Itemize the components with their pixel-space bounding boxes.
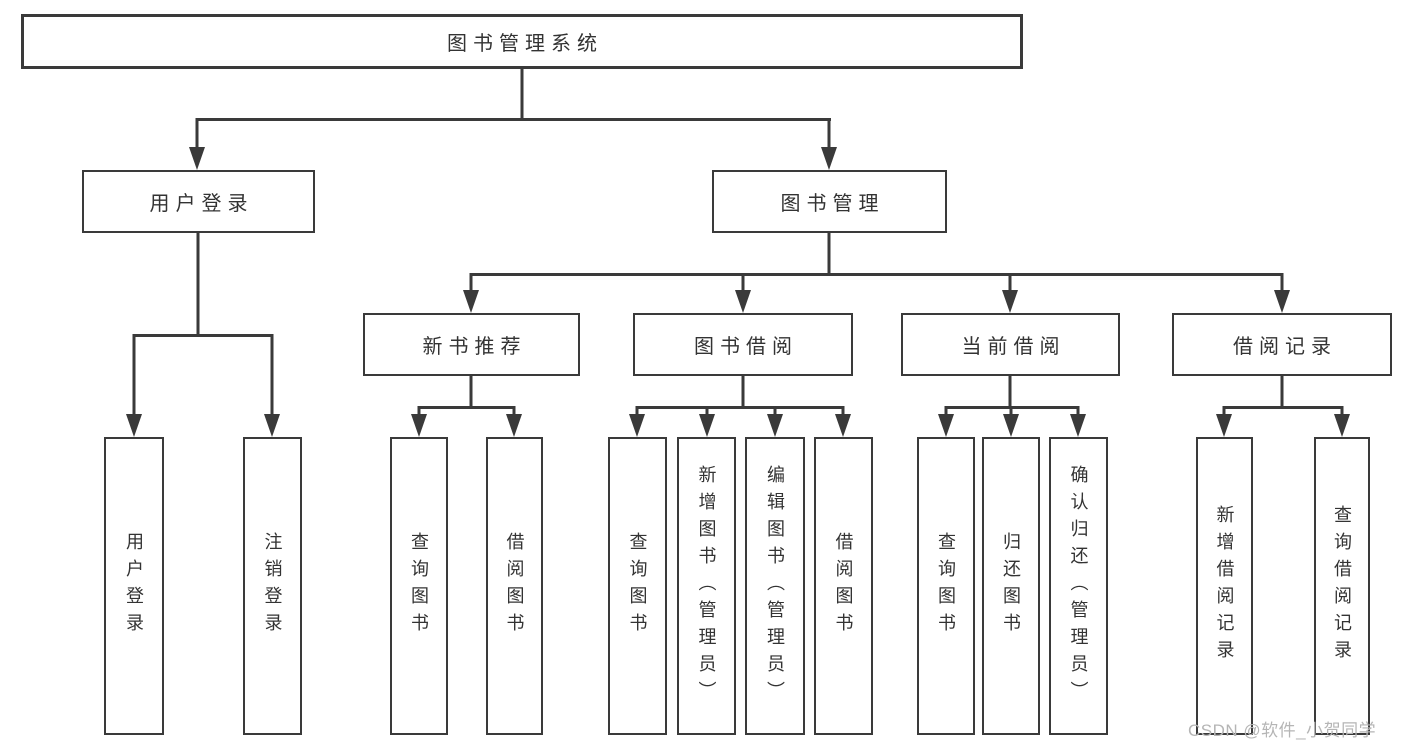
node-label: 用户登录 — [124, 532, 144, 640]
connector-arrowheads — [126, 147, 1350, 437]
node-label: 借阅图书 — [833, 532, 854, 640]
node-label: 新书推荐 — [422, 336, 527, 358]
leaf-query-borrow-record: 查询借阅记录 — [1314, 437, 1370, 735]
leaf-edit-books-admin: 编辑图书（管理员） — [745, 437, 805, 735]
csdn-watermark: CSDN @软件_小贺同学 — [1188, 721, 1377, 740]
node-label: 查询图书 — [409, 532, 429, 640]
leaf-query-books-1: 查询图书 — [390, 437, 448, 735]
node-label: 归还图书 — [1001, 532, 1021, 640]
node-label: 新增借阅记录 — [1214, 505, 1235, 667]
node-book-management-branch: 图书管理 — [712, 170, 947, 233]
node-label: 用户登录 — [149, 193, 254, 215]
node-label: 图书管理 — [780, 193, 885, 215]
node-label: 图书管理系统 — [447, 33, 603, 55]
leaf-logout: 注销登录 — [243, 437, 302, 735]
leaf-query-books-2: 查询图书 — [608, 437, 667, 735]
node-label: 查询借阅记录 — [1332, 505, 1352, 667]
leaf-confirm-return-admin: 确认归还（管理员） — [1049, 437, 1108, 735]
node-current-borrow: 当前借阅 — [901, 313, 1120, 376]
leaf-query-books-3: 查询图书 — [917, 437, 975, 735]
node-book-borrow: 图书借阅 — [633, 313, 853, 376]
leaf-borrow-books-1: 借阅图书 — [486, 437, 543, 735]
leaf-return-books: 归还图书 — [982, 437, 1040, 735]
leaf-add-books-admin: 新增图书（管理员） — [677, 437, 736, 735]
node-label: 当前借阅 — [961, 336, 1066, 358]
leaf-user-login: 用户登录 — [104, 437, 164, 735]
node-root-system: 图书管理系统 — [21, 14, 1023, 69]
node-label: 查询图书 — [627, 532, 648, 640]
leaf-borrow-books-2: 借阅图书 — [814, 437, 873, 735]
node-label: 新增图书（管理员） — [696, 464, 717, 708]
node-label: 查询图书 — [936, 532, 956, 640]
node-label: 确认归还（管理员） — [1068, 464, 1089, 708]
node-label: 借阅记录 — [1233, 336, 1337, 358]
node-new-book-recommend: 新书推荐 — [363, 313, 580, 376]
node-label: 编辑图书（管理员） — [765, 464, 785, 708]
node-label: 借阅图书 — [504, 532, 525, 640]
node-user-login-branch: 用户登录 — [82, 170, 315, 233]
node-label: 图书借阅 — [694, 336, 798, 358]
node-label: 注销登录 — [262, 532, 283, 640]
node-borrow-records: 借阅记录 — [1172, 313, 1392, 376]
leaf-add-borrow-record: 新增借阅记录 — [1196, 437, 1253, 735]
